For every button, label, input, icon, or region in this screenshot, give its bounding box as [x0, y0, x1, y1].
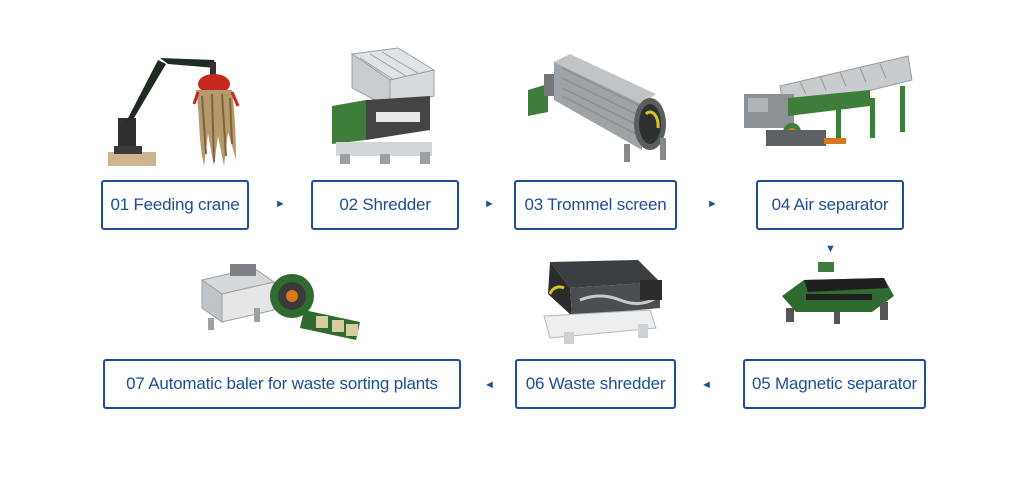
magnetic-separator-icon: [782, 262, 894, 324]
step-label: 01 Feeding crane: [110, 195, 240, 214]
automatic-baler-icon: [200, 264, 360, 340]
arrow-right-icon: ►: [484, 198, 495, 210]
step-label: 02 Shredder: [339, 195, 431, 214]
step-label: 03 Trommel screen: [524, 195, 667, 214]
arrow-down-icon: ▼: [825, 243, 836, 255]
step-05-magnetic-separator: 05 Magnetic separator: [743, 359, 926, 409]
step-label: 07 Automatic baler for waste sorting pla…: [126, 374, 438, 393]
step-06-waste-shredder: 06 Waste shredder: [515, 359, 676, 409]
arrow-left-icon: ◄: [484, 379, 495, 391]
arrow-right-icon: ►: [707, 198, 718, 210]
step-01-feeding-crane: 01 Feeding crane: [101, 180, 249, 230]
step-label: 05 Magnetic separator: [752, 374, 917, 393]
step-07-automatic-baler: 07 Automatic baler for waste sorting pla…: [103, 359, 461, 409]
trommel-screen-icon: [528, 54, 666, 162]
step-label: 04 Air separator: [771, 195, 889, 214]
step-label: 06 Waste shredder: [525, 374, 666, 393]
air-separator-icon: [744, 55, 913, 146]
step-03-trommel-screen: 03 Trommel screen: [514, 180, 677, 230]
step-02-shredder: 02 Shredder: [311, 180, 459, 230]
waste-shredder-icon: [543, 260, 662, 344]
arrow-right-icon: ►: [275, 198, 286, 210]
feeding-crane-icon: [108, 58, 240, 166]
arrow-left-icon: ◄: [701, 379, 712, 391]
shredder-icon: [332, 47, 436, 164]
step-04-air-separator: 04 Air separator: [756, 180, 904, 230]
